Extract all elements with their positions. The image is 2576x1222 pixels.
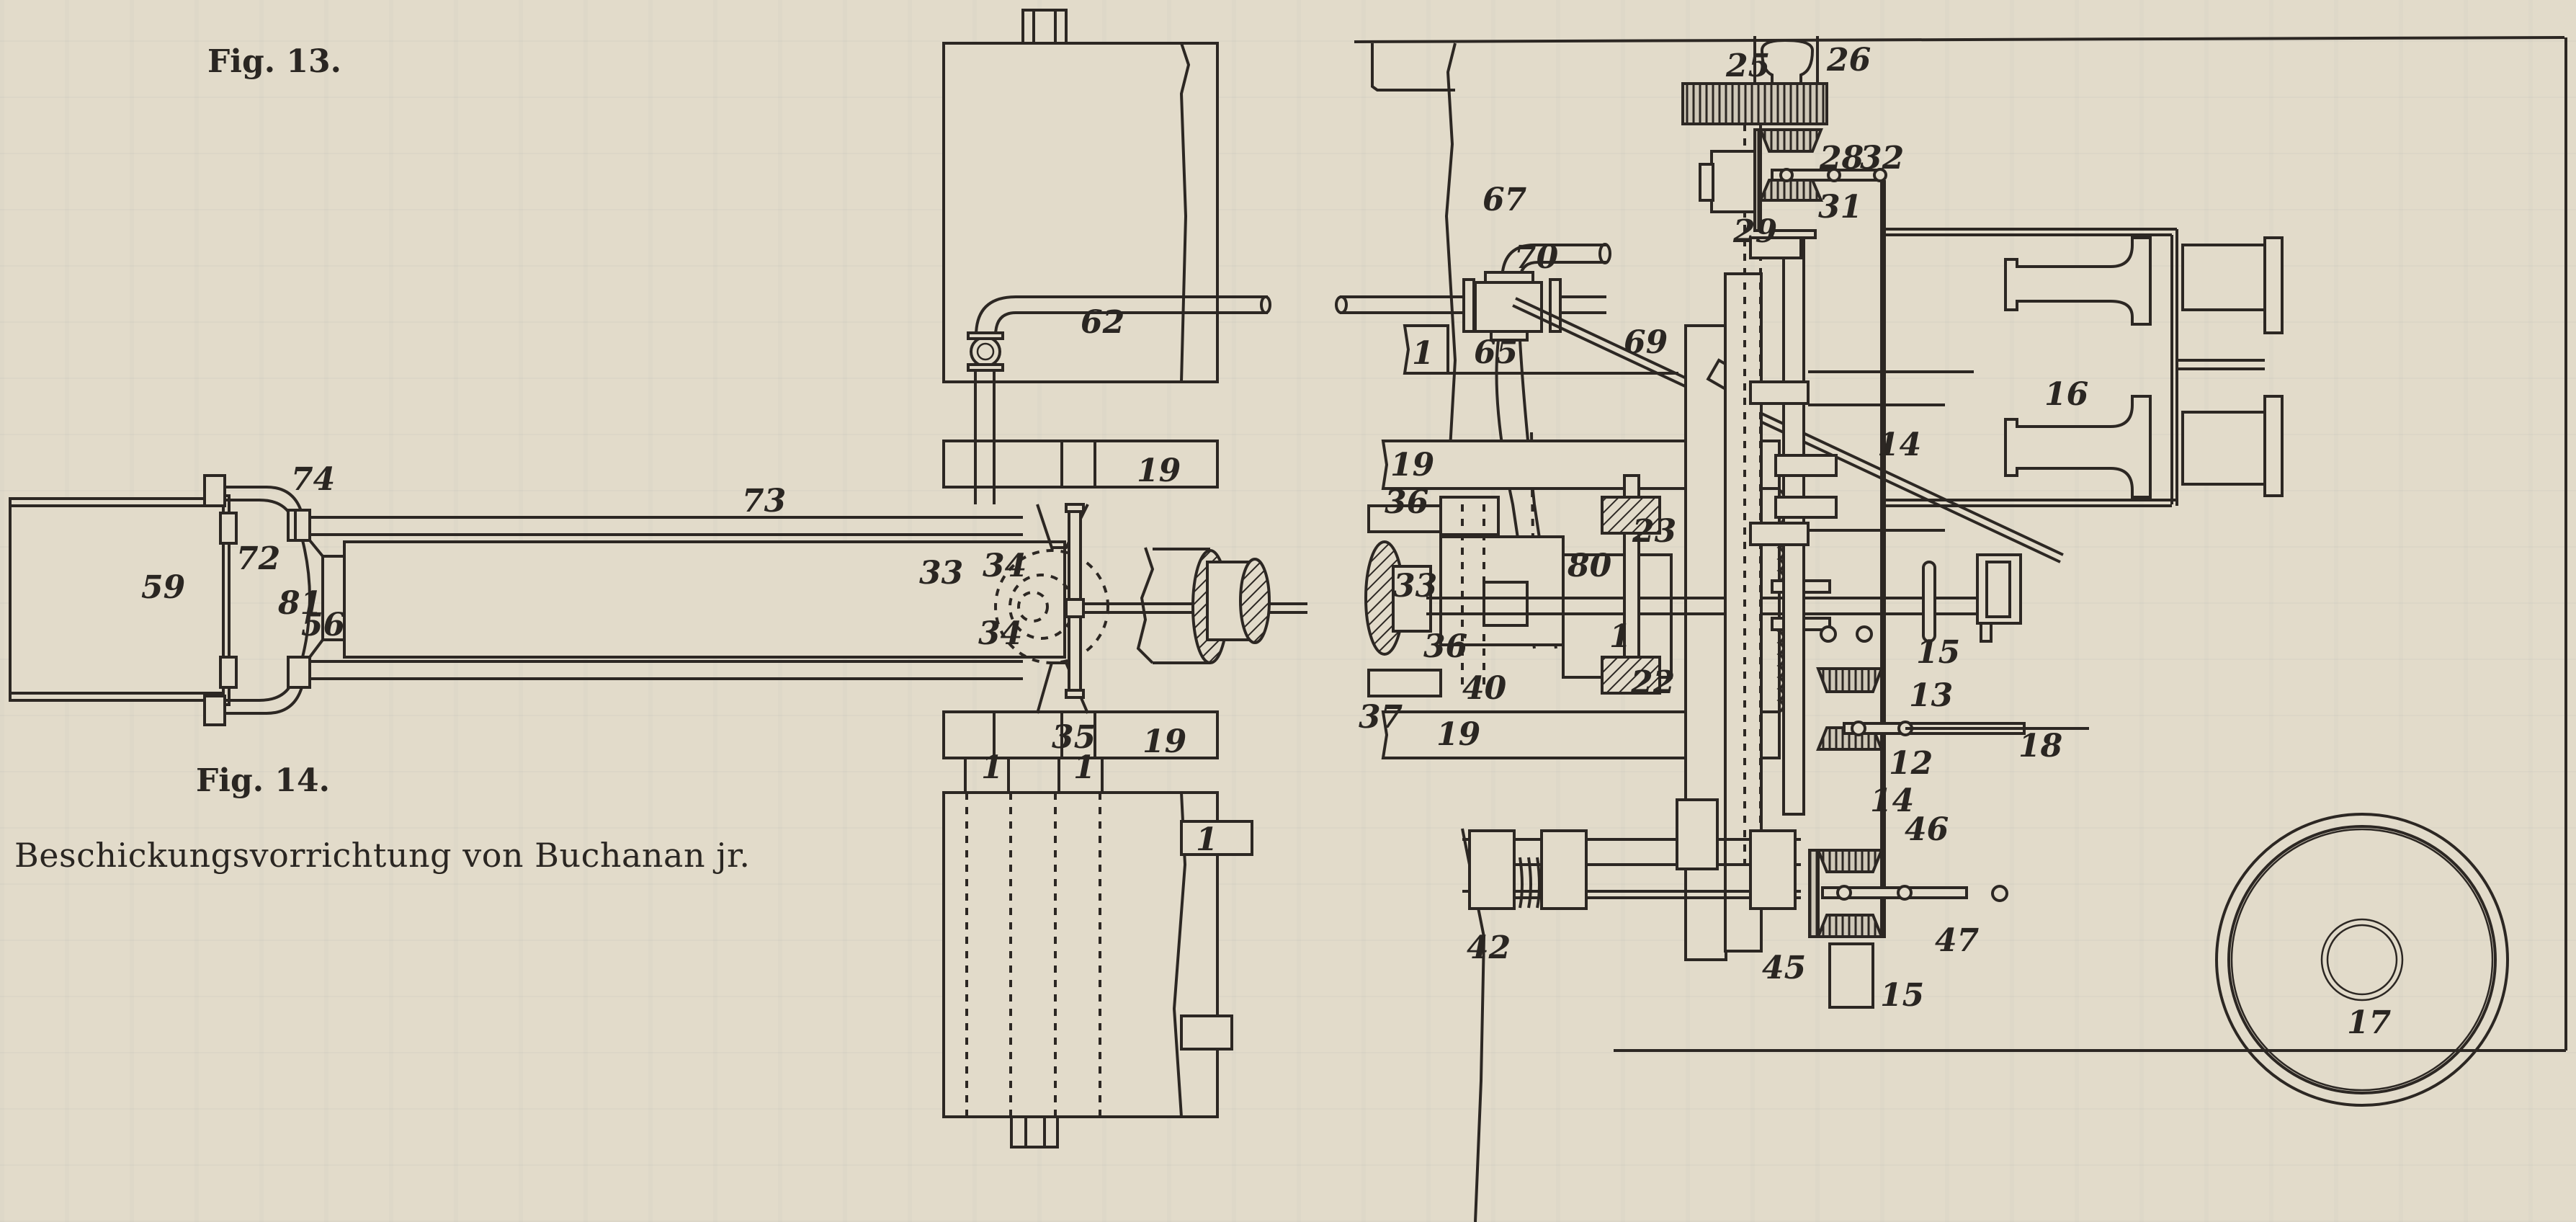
label-56: 56 <box>301 607 345 643</box>
figure-caption: Beschickungsvorrichtung von Buchanan jr. <box>14 836 751 875</box>
label-81: 81 <box>277 585 322 622</box>
column-1-left <box>942 9 1253 1149</box>
label-18: 18 <box>2018 728 2062 764</box>
bevel-gears-upper <box>1699 128 1887 938</box>
label-32: 32 <box>1860 140 1904 177</box>
label-1-c: 1 <box>1196 821 1218 858</box>
label-15: 15 <box>1916 634 1960 671</box>
label-22: 22 <box>1630 664 1675 701</box>
cylinder-33-left <box>994 503 1307 714</box>
label-29: 29 <box>1732 213 1777 250</box>
label-19-bottom: 19 <box>1142 723 1186 760</box>
frame-19-bottom <box>942 710 1219 793</box>
label-17: 17 <box>2347 1004 2392 1041</box>
plate-72 <box>203 474 238 726</box>
pipe-62 <box>967 295 1271 504</box>
label-47: 47 <box>1935 922 1980 959</box>
label-36-a: 36 <box>1385 484 1428 521</box>
worm-42-bearings <box>1462 798 1801 910</box>
label-36-b: 36 <box>1423 628 1467 665</box>
label-1-right: 1 <box>1412 335 1434 372</box>
label-19-right: 19 <box>1390 447 1434 483</box>
label-19-right-b: 19 <box>1436 716 1480 753</box>
label-33-right: 33 <box>1393 568 1437 605</box>
label-1-b: 1 <box>1073 749 1096 786</box>
label-40: 40 <box>1462 670 1507 707</box>
label-35: 35 <box>1052 719 1096 756</box>
frame-right-outline <box>1354 36 2567 1222</box>
label-70: 70 <box>1514 239 1559 276</box>
frame-19-top <box>942 440 1219 489</box>
label-26: 26 <box>1826 42 1871 79</box>
label-12: 12 <box>1889 745 1933 782</box>
spindle-14 <box>1749 229 1974 816</box>
figure-14-label: Fig. 14. <box>196 762 330 799</box>
label-80: 80 <box>1567 548 1612 584</box>
figure-13-label: Fig. 13. <box>207 43 341 80</box>
label-33-left: 33 <box>919 555 963 592</box>
frame-1-right <box>1403 324 1678 375</box>
disk-17 <box>2215 813 2509 1107</box>
bevel-gears-lower <box>1808 667 2089 1009</box>
label-28: 28 <box>1819 140 1864 177</box>
label-15-foot: 15 <box>1880 977 1924 1014</box>
label-62: 62 <box>1081 304 1124 341</box>
hand-wheel-15 <box>1820 553 2022 643</box>
label-59: 59 <box>141 569 185 606</box>
label-73: 73 <box>742 483 786 519</box>
label-19-top: 19 <box>1137 452 1181 489</box>
label-31: 31 <box>1818 189 1862 226</box>
label-34-lower: 34 <box>978 615 1022 652</box>
rod-73 <box>310 516 1066 680</box>
label-74: 74 <box>291 461 335 498</box>
label-25: 25 <box>1725 48 1770 84</box>
frame-19-right <box>1381 440 1781 759</box>
label-67: 67 <box>1482 182 1527 218</box>
label-65: 65 <box>1474 334 1518 371</box>
label-13: 13 <box>1909 677 1953 714</box>
label-69: 69 <box>1624 324 1668 361</box>
label-14-lower: 14 <box>1870 782 1914 819</box>
label-45: 45 <box>1762 950 1806 986</box>
label-1-mid: 1 <box>1609 618 1632 655</box>
label-14: 14 <box>1877 427 1921 463</box>
label-23: 23 <box>1632 513 1676 550</box>
label-72: 72 <box>236 540 280 577</box>
yoke-frame <box>225 486 346 715</box>
label-16: 16 <box>2044 376 2088 413</box>
label-34-upper: 34 <box>983 548 1027 584</box>
label-1-a: 1 <box>981 749 1003 786</box>
label-37: 37 <box>1359 699 1403 736</box>
label-42: 42 <box>1467 929 1511 966</box>
spur-gears-25-26 <box>1681 36 1828 865</box>
hopper-59 <box>9 497 228 702</box>
spools-16 <box>1880 228 2284 507</box>
label-46: 46 <box>1905 811 1949 848</box>
